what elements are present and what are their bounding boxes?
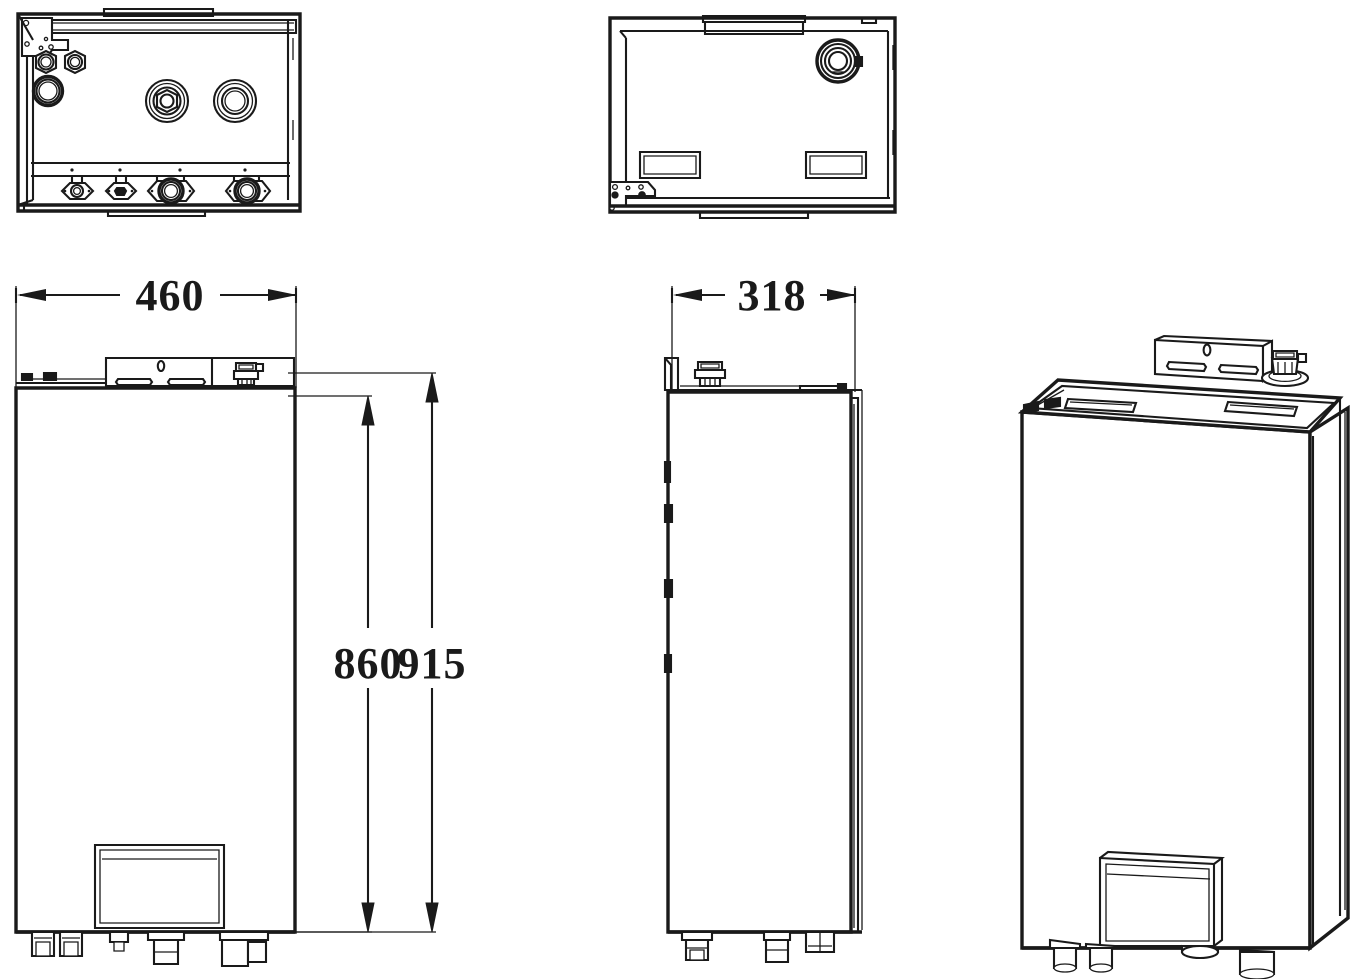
dimension-915: 915 — [288, 372, 467, 933]
wall-bracket-front — [104, 356, 296, 388]
connection-flange-3 — [146, 174, 196, 205]
dimension-460: 460 — [14, 271, 298, 388]
top-connector-iso — [1260, 349, 1310, 388]
side-elevation — [663, 356, 863, 964]
flue-fitting-bottom-view — [815, 38, 864, 84]
dimension-label-318: 318 — [738, 271, 807, 320]
flue-port-right — [212, 78, 258, 124]
iso-top-slots — [1063, 397, 1299, 418]
side-bottom-connections — [680, 930, 836, 964]
mount-bracket-plate — [20, 16, 70, 58]
wall-bracket-iso — [1153, 334, 1274, 383]
dimension-label-860: 860 — [334, 639, 403, 688]
iso-access-panel — [1098, 850, 1225, 948]
front-access-panel — [93, 843, 226, 930]
connection-flange-4 — [224, 174, 272, 205]
dimension-label-460: 460 — [136, 271, 205, 320]
front-elevation — [14, 356, 297, 968]
hex-fitting-b — [63, 49, 87, 75]
front-bottom-connections — [30, 930, 270, 968]
top-connector-side — [693, 360, 727, 388]
dimension-label-915: 915 — [398, 639, 467, 688]
connection-flange-1 — [60, 174, 95, 201]
dimension-318: 318 — [670, 271, 857, 392]
flue-port-center — [144, 78, 190, 124]
connection-flange-2 — [104, 174, 138, 201]
bottom-view — [608, 14, 897, 220]
hex-fitting-a — [34, 49, 58, 75]
dimension-860: 860 — [288, 395, 403, 933]
isometric-view — [1017, 334, 1350, 979]
access-slot-right — [804, 150, 868, 180]
round-port-left — [31, 74, 65, 108]
access-slot-left — [638, 150, 702, 180]
top-connector-front — [232, 361, 265, 387]
iso-bottom-connections — [1048, 938, 1276, 979]
top-view — [16, 7, 302, 218]
